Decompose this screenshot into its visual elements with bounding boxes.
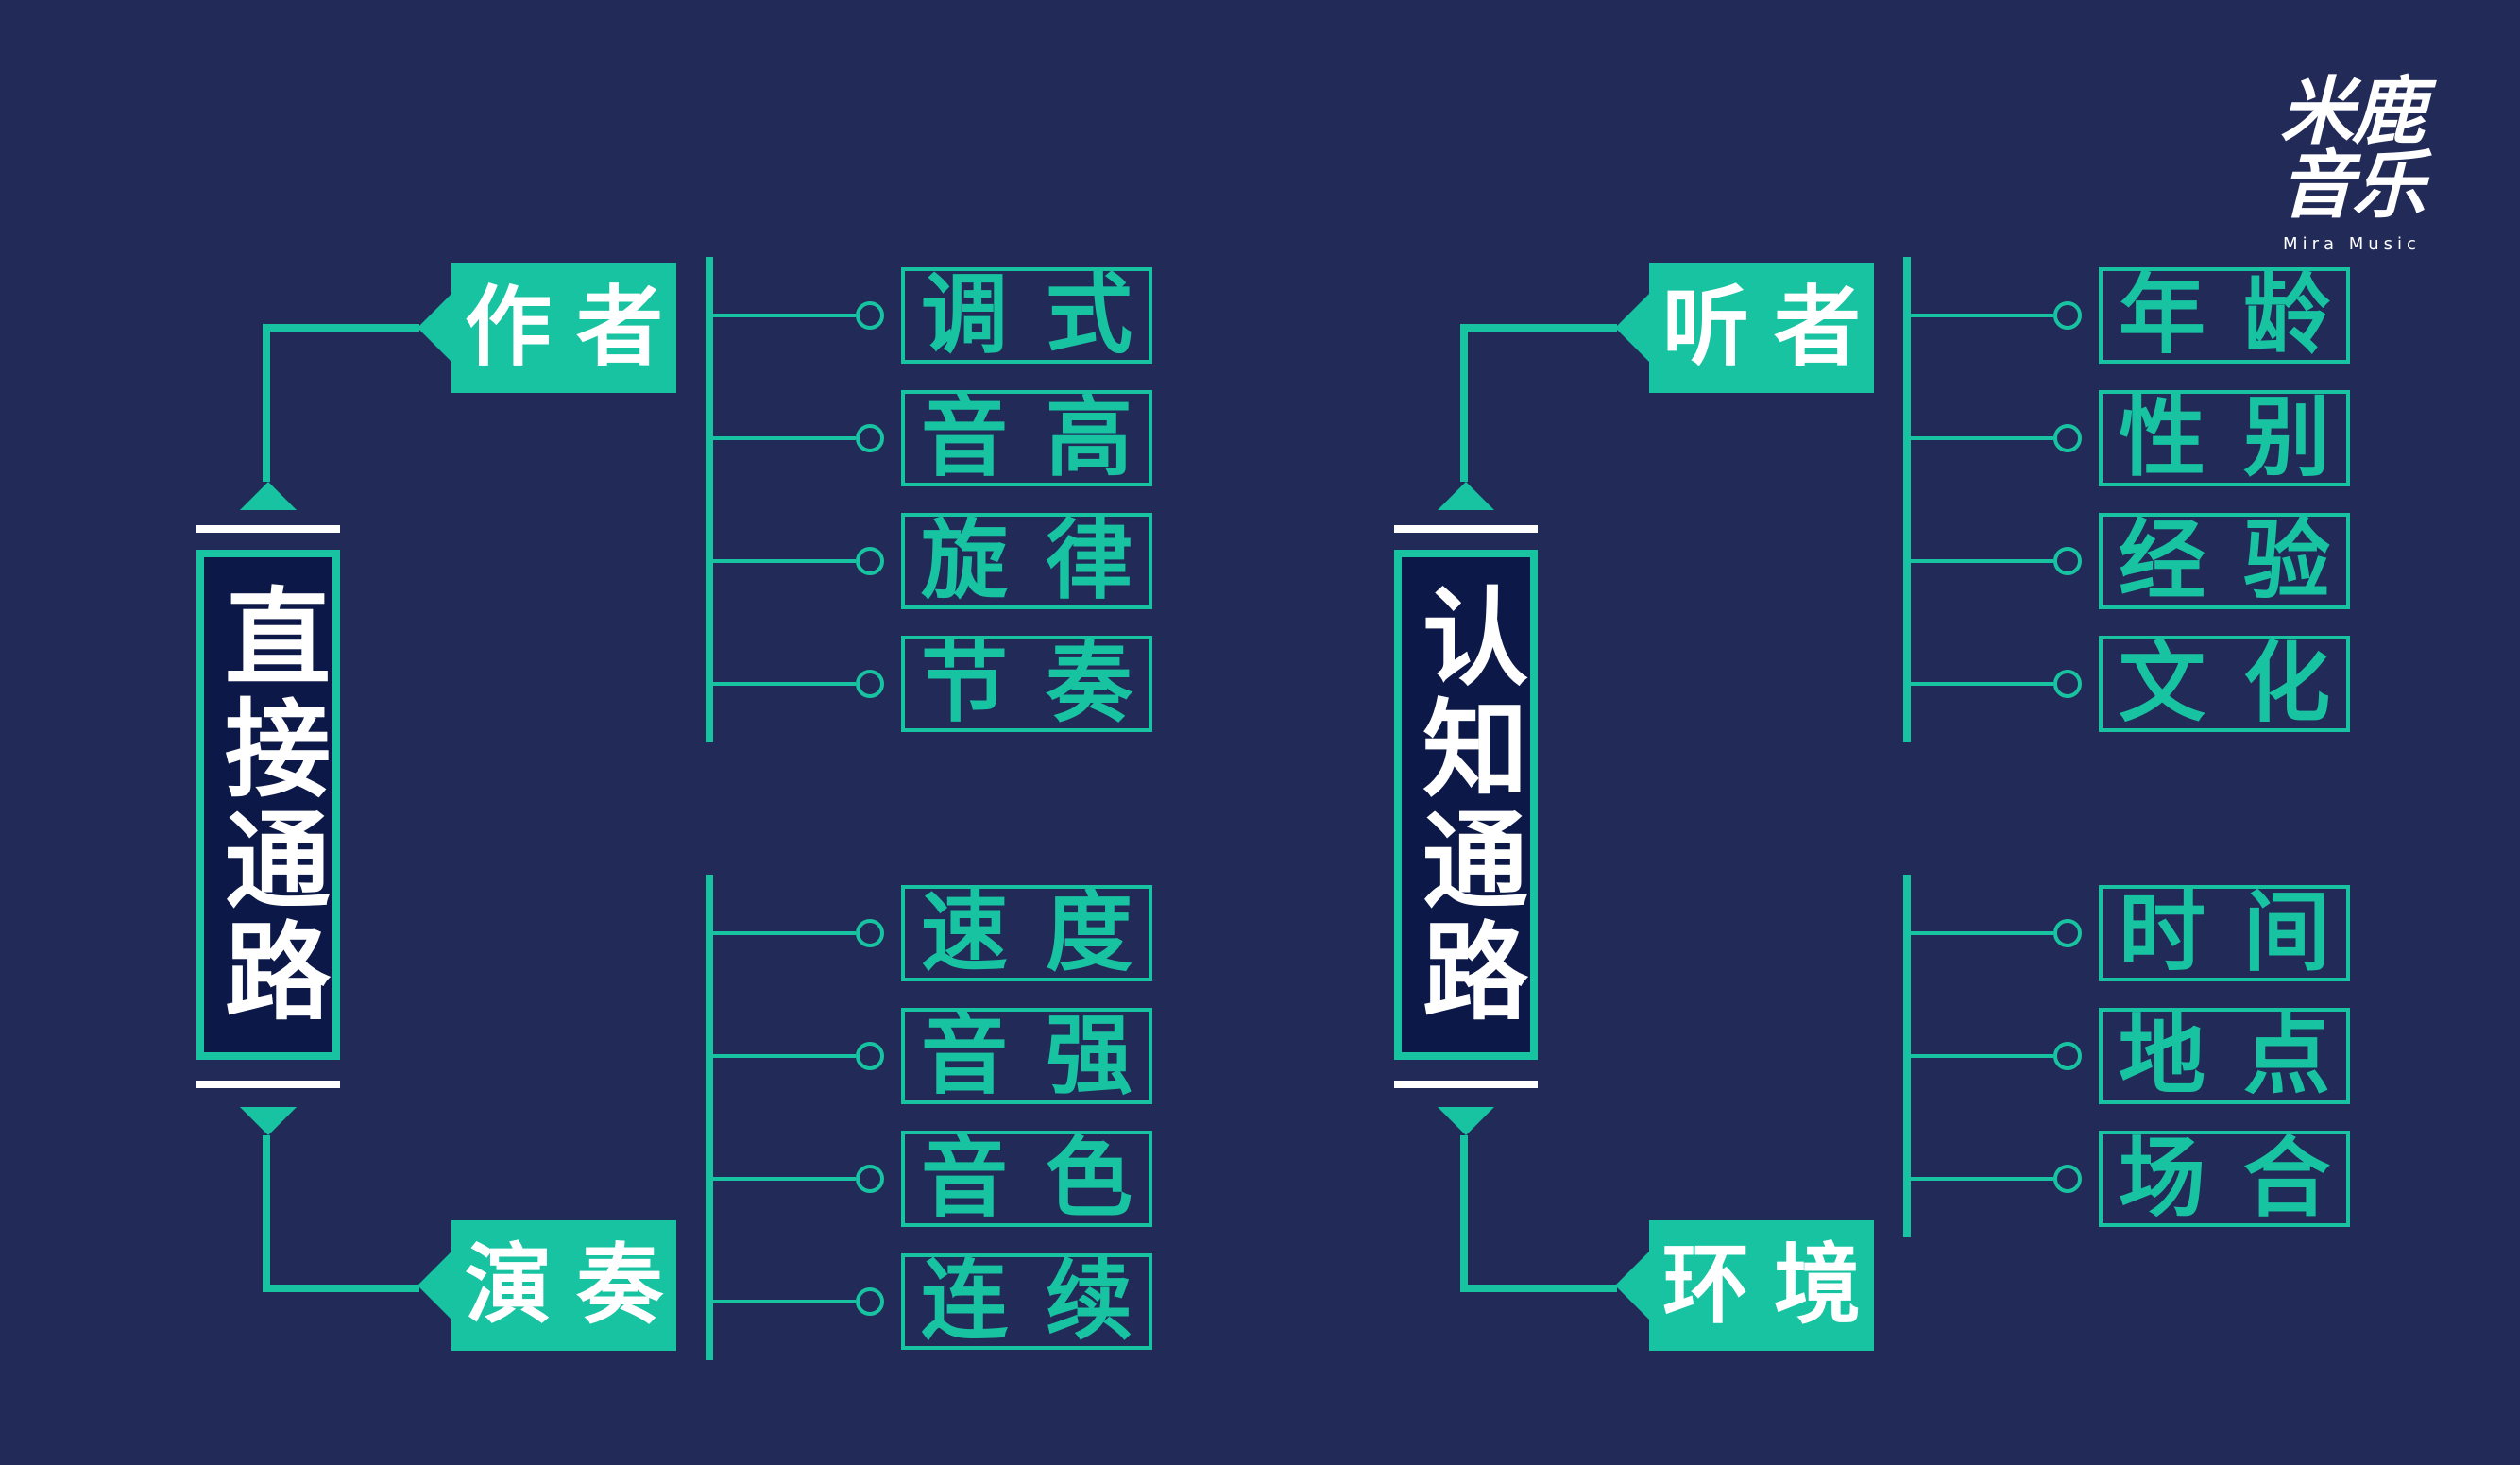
connector-node-icon: [856, 919, 884, 947]
bracket-line: [706, 257, 713, 742]
leaf-connector-line: [706, 559, 856, 563]
category-box: 环境: [1649, 1220, 1874, 1351]
leaf-connector-line: [706, 1054, 856, 1058]
factor-box: 音色: [901, 1131, 1152, 1227]
pathway-title-box: 直接通路: [196, 550, 340, 1060]
pathway-title: 认知通路: [1405, 582, 1527, 1028]
category-box: 演奏: [451, 1220, 676, 1351]
arrow-up-icon: [1438, 482, 1494, 510]
factor-label: 音高: [920, 387, 1170, 488]
leaf-connector-line: [706, 436, 856, 440]
factor-label: 性别: [2118, 387, 2368, 488]
leaf-connector-line: [706, 682, 856, 686]
factor-label: 地点: [2118, 1005, 2368, 1106]
elbow-vertical-line: [1460, 1135, 1468, 1292]
factor-box: 地点: [2099, 1008, 2350, 1104]
connector-node-icon: [2053, 1042, 2082, 1070]
factor-box: 连续: [901, 1253, 1152, 1350]
pathway-title: 直接通路: [207, 582, 330, 1028]
factor-box: 经验: [2099, 513, 2350, 609]
category-pointer-icon: [1615, 1252, 1649, 1320]
category-pointer-icon: [417, 1252, 451, 1320]
category-label: 演奏: [464, 1235, 688, 1336]
factor-box: 音强: [901, 1008, 1152, 1104]
connector-node-icon: [2053, 1165, 2082, 1193]
factor-label: 旋律: [920, 510, 1170, 611]
elbow-vertical-line: [263, 324, 270, 482]
elbow-horizontal-line: [263, 1285, 419, 1292]
leaf-connector-line: [706, 931, 856, 935]
arrow-up-icon: [240, 482, 297, 510]
connector-node-icon: [856, 547, 884, 575]
bracket-line: [706, 875, 713, 1360]
connector-node-icon: [856, 1165, 884, 1193]
connector-node-icon: [856, 1287, 884, 1316]
factor-box: 调式: [901, 267, 1152, 364]
elbow-vertical-line: [263, 1135, 270, 1292]
arrow-down-icon: [1438, 1107, 1494, 1135]
leaf-connector-line: [1903, 1177, 2053, 1181]
factor-box: 文化: [2099, 636, 2350, 732]
connector-node-icon: [2053, 301, 2082, 330]
leaf-connector-line: [706, 314, 856, 317]
factor-label: 年龄: [2118, 264, 2368, 366]
factor-label: 调式: [920, 264, 1170, 366]
leaf-connector-line: [1903, 931, 2053, 935]
bracket-line: [1903, 257, 1911, 742]
category-label: 作者: [464, 277, 688, 378]
factor-label: 音强: [920, 1005, 1170, 1106]
category-label: 环境: [1661, 1235, 1885, 1336]
category-pointer-icon: [417, 294, 451, 362]
logo-mark: 米鹿音乐: [2279, 70, 2426, 229]
connector-node-icon: [2053, 547, 2082, 575]
leaf-connector-line: [706, 1300, 856, 1303]
factor-label: 音色: [920, 1128, 1170, 1229]
leaf-connector-line: [1903, 314, 2053, 317]
brand-logo: 米鹿音乐 Mira Music: [2248, 76, 2456, 254]
factor-label: 场合: [2118, 1128, 2368, 1229]
elbow-horizontal-line: [1460, 1285, 1617, 1292]
category-pointer-icon: [1615, 294, 1649, 362]
factor-box: 场合: [2099, 1131, 2350, 1227]
pathway-title-box: 认知通路: [1394, 550, 1538, 1060]
factor-label: 节奏: [920, 633, 1170, 734]
factor-label: 速度: [920, 882, 1170, 983]
title-top-rule: [196, 525, 340, 533]
factor-label: 经验: [2118, 510, 2368, 611]
factor-label: 连续: [920, 1251, 1170, 1352]
factor-box: 旋律: [901, 513, 1152, 609]
connector-node-icon: [2053, 424, 2082, 452]
leaf-connector-line: [706, 1177, 856, 1181]
connector-node-icon: [2053, 919, 2082, 947]
factor-box: 年龄: [2099, 267, 2350, 364]
leaf-connector-line: [1903, 1054, 2053, 1058]
title-bottom-rule: [1394, 1081, 1538, 1088]
factor-box: 速度: [901, 885, 1152, 981]
connector-node-icon: [856, 670, 884, 698]
factor-box: 性别: [2099, 390, 2350, 486]
factor-label: 时间: [2118, 882, 2368, 983]
elbow-horizontal-line: [263, 324, 419, 332]
arrow-down-icon: [240, 1107, 297, 1135]
elbow-vertical-line: [1460, 324, 1468, 482]
category-box: 听者: [1649, 263, 1874, 393]
title-top-rule: [1394, 525, 1538, 533]
connector-node-icon: [856, 1042, 884, 1070]
factor-box: 节奏: [901, 636, 1152, 732]
leaf-connector-line: [1903, 559, 2053, 563]
elbow-horizontal-line: [1460, 324, 1617, 332]
connector-node-icon: [856, 424, 884, 452]
title-bottom-rule: [196, 1081, 340, 1088]
logo-subtitle: Mira Music: [2283, 234, 2421, 254]
factor-box: 音高: [901, 390, 1152, 486]
category-box: 作者: [451, 263, 676, 393]
leaf-connector-line: [1903, 682, 2053, 686]
connector-node-icon: [856, 301, 884, 330]
leaf-connector-line: [1903, 436, 2053, 440]
factor-box: 时间: [2099, 885, 2350, 981]
factor-label: 文化: [2118, 633, 2368, 734]
connector-node-icon: [2053, 670, 2082, 698]
category-label: 听者: [1661, 277, 1885, 378]
